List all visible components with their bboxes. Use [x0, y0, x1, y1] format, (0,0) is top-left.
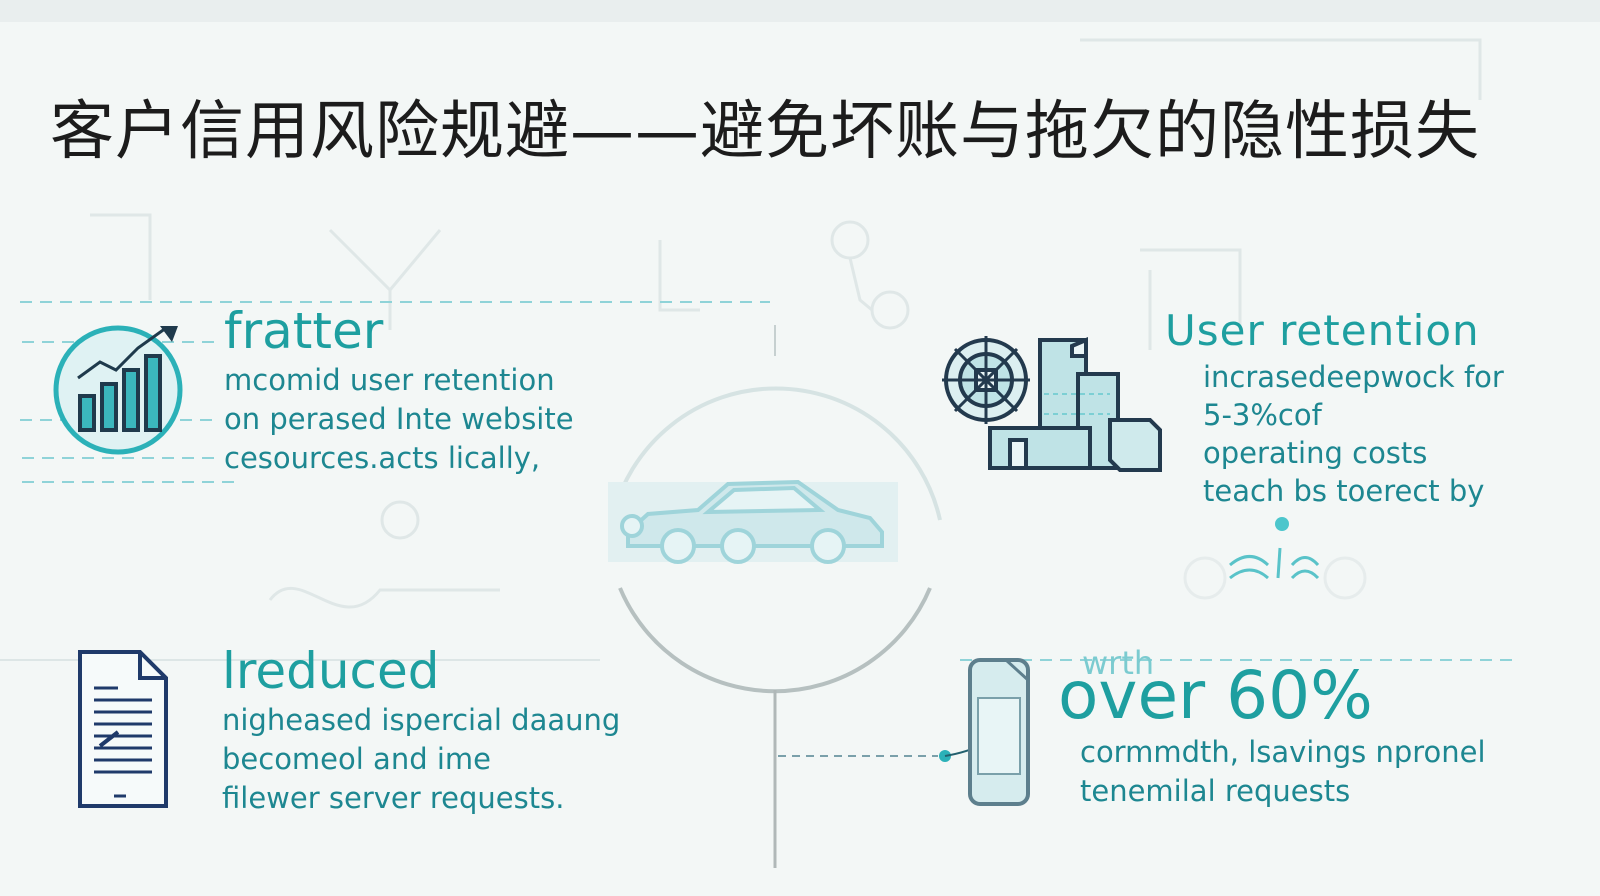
bottom-left-line: becomeol and ime — [222, 742, 491, 776]
phone-icon — [968, 658, 1030, 806]
bottom-left-line: filewer server requests. — [222, 781, 565, 815]
bottom-left-heading: lreduced — [222, 642, 440, 700]
bottom-right-line: tenemilal requests — [1080, 773, 1351, 808]
top-left-line: cesources.acts lically, — [224, 441, 541, 475]
top-left-line: mcomid user retention — [224, 363, 555, 397]
top-right-section: User retention incrasedeepwock for 5-3%c… — [1165, 306, 1504, 510]
top-right-line: incrasedeepwock for — [1203, 360, 1504, 395]
top-right-line: 5-3%cof — [1203, 398, 1322, 433]
top-left-section: fratter mcomid user retention on perased… — [224, 304, 574, 478]
document-icon — [78, 650, 168, 808]
top-left-line: on perased Inte website — [224, 402, 574, 436]
car-icon — [608, 479, 898, 564]
factory-gear-icon — [942, 336, 1162, 472]
bottom-right-heading: over 60% — [1058, 657, 1373, 734]
bottom-right-line: cormmdth, lsavings npronel — [1080, 734, 1486, 769]
bottom-right-section: wrth over 60% cormmdth, lsavings npronel… — [1058, 644, 1486, 811]
bottom-left-line: nigheased ispercial daaung — [222, 703, 621, 737]
top-left-heading: fratter — [224, 302, 384, 360]
bottom-left-section: lreduced nigheased ispercial daaung beco… — [222, 644, 620, 818]
growth-chart-icon — [53, 325, 183, 455]
bottom-right-label: wrth — [1082, 644, 1155, 682]
top-right-heading: User retention — [1165, 306, 1480, 355]
top-right-line: teach bs toerect by — [1203, 474, 1485, 509]
top-right-line: operating costs — [1203, 436, 1428, 471]
page-title: 客户信用风险规避——避免坏账与拖欠的隐性损失 — [50, 95, 1480, 169]
